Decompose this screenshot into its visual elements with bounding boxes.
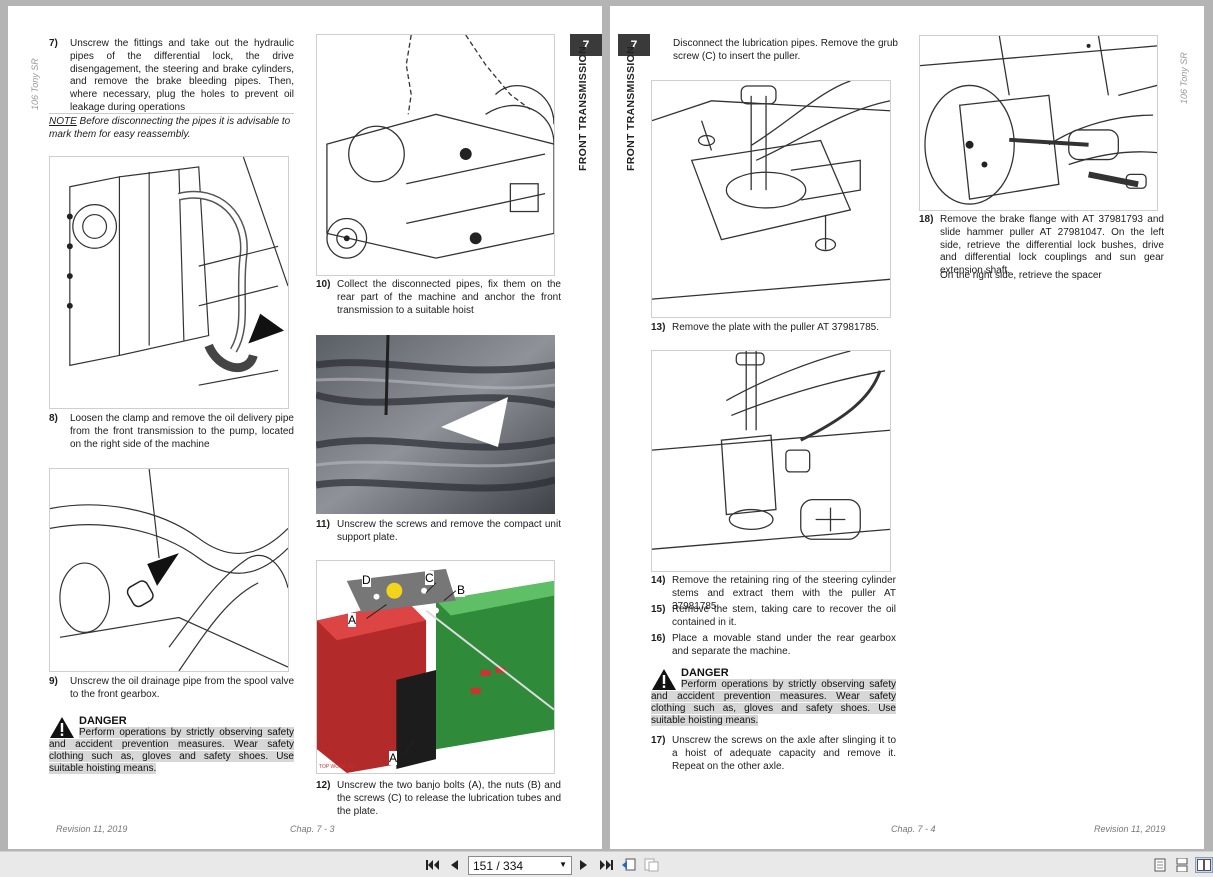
intro-text: Disconnect the lubrication pipes. Remove… <box>673 38 898 62</box>
page-indicator: 151 / 334 <box>473 858 524 873</box>
danger-text: Perform operations by strictly observing… <box>49 727 294 774</box>
step-number: 12) <box>316 780 331 791</box>
page-number-select[interactable]: 151 / 334 ▼ <box>468 856 572 875</box>
step-17: 17) Unscrew the screws on the axle after… <box>651 735 896 773</box>
danger-title: DANGER <box>79 715 127 727</box>
step-text: Remove the retaining ring of the steerin… <box>672 575 896 612</box>
chapter-number: 7 <box>570 34 602 56</box>
figure-brake-flange <box>919 35 1158 211</box>
danger-title: DANGER <box>681 667 729 679</box>
figure-credit: TOP WORK Co. <box>319 764 356 770</box>
step-16: 16) Place a movable stand under the rear… <box>651 633 896 659</box>
step-14: 14) Remove the retaining ring of the ste… <box>651 575 896 613</box>
step-15: 15) Remove the stem, taking care to reco… <box>651 604 896 630</box>
figure-support-plate-photo <box>316 335 555 514</box>
step-number: 10) <box>316 279 331 290</box>
step-text: Remove the stem, taking care to recover … <box>672 604 896 628</box>
step-text: Unscrew the two banjo bolts (A), the nut… <box>337 780 561 817</box>
note-text: Before disconnecting the pipes it is adv… <box>49 116 291 140</box>
step-number: 11) <box>316 519 330 530</box>
figure-banjo-bolts: D C B A A TOP WORK Co. <box>316 560 555 774</box>
step-text: Unscrew the fittings and take out the hy… <box>70 38 294 113</box>
next-page-icon[interactable] <box>577 857 591 873</box>
step-number: 9) <box>49 676 58 687</box>
callout-d: D <box>362 573 371 587</box>
step-7: 7) Unscrew the fittings and take out the… <box>49 38 294 115</box>
step-number: 18) <box>919 214 934 225</box>
step-10: 10) Collect the disconnected pipes, fix … <box>316 279 561 317</box>
step-text: Collect the disconnected pipes, fix them… <box>337 279 561 316</box>
note: NOTE Before disconnecting the pipes it i… <box>49 116 299 142</box>
last-page-icon[interactable] <box>598 857 614 873</box>
warning-icon <box>50 717 74 738</box>
step-number: 17) <box>651 735 666 746</box>
chapter-number: 7 <box>618 34 650 56</box>
warning-icon <box>652 669 676 690</box>
note-label: NOTE <box>49 116 77 127</box>
go-back-icon[interactable] <box>621 857 637 873</box>
danger-text: Perform operations by strictly observing… <box>651 679 896 726</box>
step-text: Unscrew the screws on the axle after sli… <box>672 735 896 772</box>
step-number: 13) <box>651 322 666 333</box>
chapter-title: FRONT TRANSMISSION <box>625 46 637 171</box>
step-11: 11) Unscrew the screws and remove the co… <box>316 519 561 545</box>
callout-a-bottom: A <box>389 751 398 765</box>
callout-c: C <box>425 571 434 585</box>
figure-oil-delivery-pipe <box>49 156 289 409</box>
single-page-view-icon[interactable] <box>1153 857 1167 873</box>
step-13: 13) Remove the plate with the puller AT … <box>651 322 896 335</box>
chapter-title: FRONT TRANSMISSION <box>577 46 589 171</box>
danger-notice: DANGER Perform operations by strictly ob… <box>49 715 294 775</box>
go-forward-icon[interactable] <box>643 857 659 873</box>
step-number: 15) <box>651 604 666 615</box>
right-page: 7 FRONT TRANSMISSION 106 Tony SR Disconn… <box>610 6 1204 849</box>
step-text: Place a movable stand under the rear gea… <box>672 633 896 657</box>
danger-notice: DANGER Perform operations by strictly ob… <box>651 667 896 727</box>
step-9: 9) Unscrew the oil drainage pipe from th… <box>49 676 294 702</box>
figure-puller-plate <box>651 80 891 318</box>
footer-chapter-page: Chap. 7 - 4 <box>891 824 936 834</box>
step-text: Unscrew the oil drainage pipe from the s… <box>70 676 295 700</box>
side-model-label: 106 Tony SR <box>30 58 40 110</box>
figure-steering-cylinder <box>651 350 891 572</box>
side-model-label: 106 Tony SR <box>1179 52 1189 104</box>
figure-drainage-pipe <box>49 468 289 672</box>
step-text: Loosen the clamp and remove the oil deli… <box>70 413 294 450</box>
footer-chapter-page: Chap. 7 - 3 <box>290 824 335 834</box>
step-number: 16) <box>651 633 666 644</box>
footer-revision: Revision 11, 2019 <box>56 824 128 834</box>
step-text: Unscrew the screws and remove the compac… <box>337 519 561 543</box>
step-number: 8) <box>49 413 58 424</box>
facing-pages-view-icon[interactable] <box>1195 857 1213 873</box>
step-12: 12) Unscrew the two banjo bolts (A), the… <box>316 780 561 818</box>
step-18-extra: On the right side, retrieve the spacer <box>940 270 1102 281</box>
continuous-view-icon[interactable] <box>1175 857 1189 873</box>
step-text: Remove the plate with the puller AT 3798… <box>672 322 879 333</box>
viewer-toolbar: 151 / 334 ▼ <box>0 851 1213 877</box>
divider <box>49 113 294 114</box>
step-8: 8) Loosen the clamp and remove the oil d… <box>49 413 294 451</box>
chevron-down-icon: ▼ <box>559 860 567 869</box>
callout-b: B <box>457 583 466 597</box>
step-18: 18) Remove the brake flange with AT 3798… <box>919 214 1164 278</box>
left-page: 106 Tony SR 7) Unscrew the fittings and … <box>8 6 602 849</box>
step-number: 14) <box>651 575 666 586</box>
footer-revision: Revision 11, 2019 <box>1094 824 1166 834</box>
callout-a-top: A <box>348 613 357 627</box>
first-page-icon[interactable] <box>425 857 441 873</box>
step-text: Remove the brake flange with AT 37981793… <box>940 214 1164 277</box>
prev-page-icon[interactable] <box>447 857 461 873</box>
figure-hoist-transmission <box>316 34 555 276</box>
step-number: 7) <box>49 38 58 49</box>
